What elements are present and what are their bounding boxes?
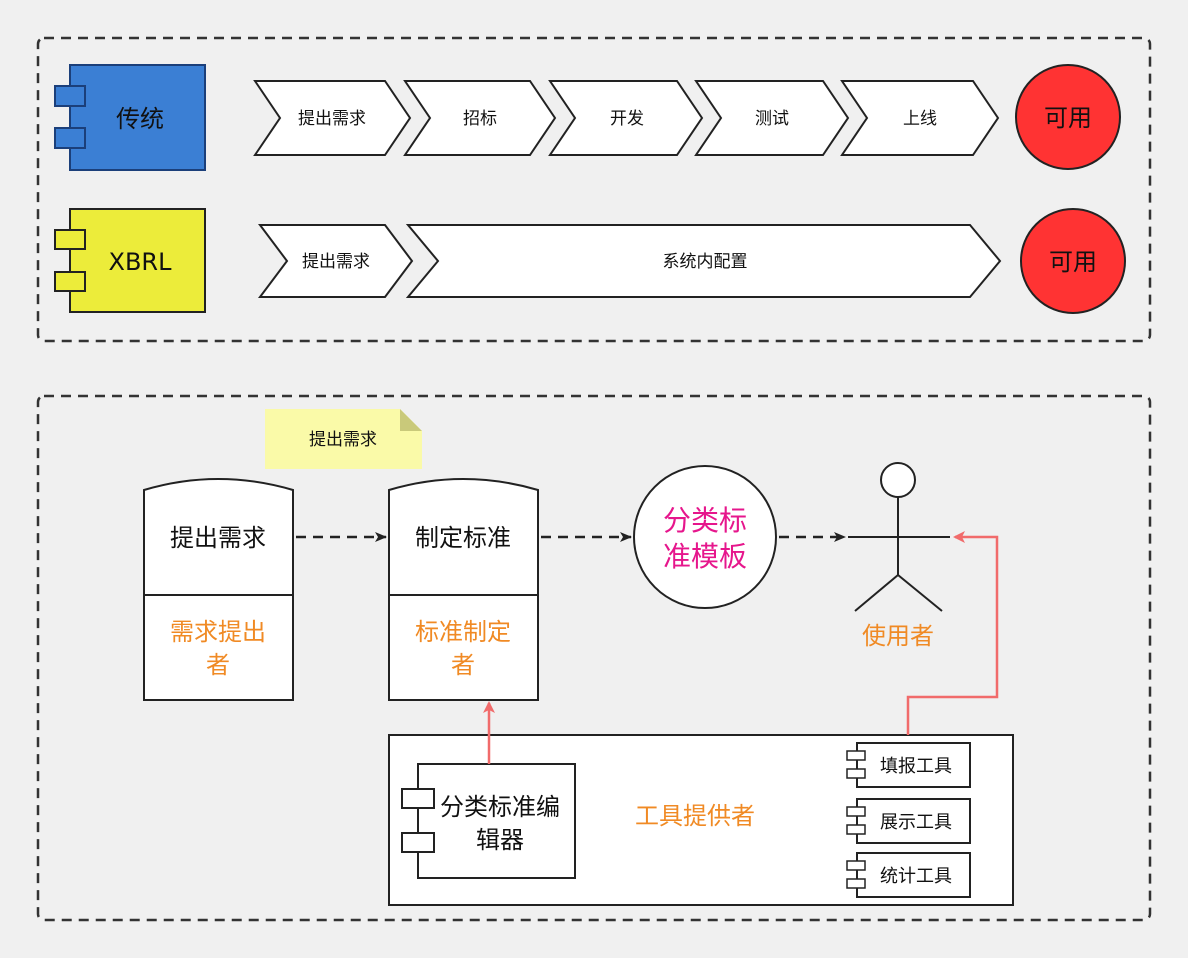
note-text: 提出需求: [309, 430, 377, 450]
user-actor-icon: [848, 462, 950, 612]
traditional-step-2: 招标: [403, 80, 557, 156]
traditional-component: 传统: [54, 64, 206, 171]
tool-fill-in: 填报工具: [846, 742, 971, 788]
component-port-icon: [846, 878, 866, 889]
xbrl-component: XBRL: [54, 208, 206, 313]
bottom-panel-frame: [36, 394, 1152, 922]
tool-label: 填报工具: [880, 756, 952, 777]
traditional-label: 传统: [116, 105, 164, 133]
requester-role-line2: 者: [206, 651, 230, 679]
component-port-icon: [846, 860, 866, 871]
template-line1: 分类标: [663, 504, 747, 537]
component-port-icon: [846, 768, 866, 779]
result-label: 可用: [1049, 248, 1097, 276]
component-port-icon: [54, 271, 86, 292]
tool-label: 展示工具: [880, 812, 952, 833]
step-label: 提出需求: [298, 109, 366, 129]
traditional-step-1: 提出需求: [253, 80, 412, 156]
traditional-step-4: 测试: [694, 80, 850, 156]
standardizer-box: 制定标准 标准制定 者: [388, 478, 539, 701]
step-label: 招标: [463, 109, 497, 129]
result-label: 可用: [1044, 104, 1092, 132]
tool-statistics: 统计工具: [846, 852, 971, 898]
component-port-icon: [54, 127, 86, 149]
traditional-result-circle: 可用: [1015, 64, 1121, 170]
tool-provider-label: 工具提供者: [635, 802, 755, 830]
step-label: 上线: [903, 109, 937, 129]
top-panel-frame: [36, 36, 1152, 343]
editor-line2: 辑器: [476, 826, 524, 854]
requester-role-line1: 需求提出: [170, 618, 266, 646]
standardizer-role-line2: 者: [451, 651, 475, 679]
red-arrow-tools-to-user: [906, 531, 999, 735]
standardizer-title: 制定标准: [415, 524, 511, 552]
template-circle: 分类标 准模板: [633, 465, 777, 609]
component-port-icon: [846, 824, 866, 835]
xbrl-label: XBRL: [109, 248, 173, 276]
step-label: 系统内配置: [663, 252, 748, 272]
requester-box: 提出需求 需求提出 者: [143, 478, 294, 701]
component-port-icon: [401, 788, 435, 809]
xbrl-step-1: 提出需求: [258, 224, 414, 298]
xbrl-step-2: 系统内配置: [405, 224, 1002, 298]
component-port-icon: [846, 806, 866, 817]
template-line2: 准模板: [663, 540, 747, 573]
standardizer-role-line1: 标准制定: [415, 618, 511, 646]
component-port-icon: [846, 750, 866, 761]
xbrl-result-circle: 可用: [1020, 208, 1126, 314]
component-port-icon: [54, 85, 86, 107]
requester-title: 提出需求: [170, 524, 266, 552]
editor-component: 分类标准编 辑器: [401, 763, 576, 879]
editor-line1: 分类标准编: [440, 793, 560, 821]
user-label: 使用者: [862, 622, 934, 650]
traditional-step-3: 开发: [548, 80, 704, 156]
component-port-icon: [401, 832, 435, 853]
step-label: 开发: [610, 109, 644, 129]
note: 提出需求: [265, 409, 422, 469]
traditional-step-5: 上线: [840, 80, 1000, 156]
step-label: 提出需求: [302, 252, 370, 272]
step-label: 测试: [755, 109, 789, 129]
tool-label: 统计工具: [880, 866, 952, 887]
tool-display: 展示工具: [846, 798, 971, 844]
component-port-icon: [54, 229, 86, 250]
